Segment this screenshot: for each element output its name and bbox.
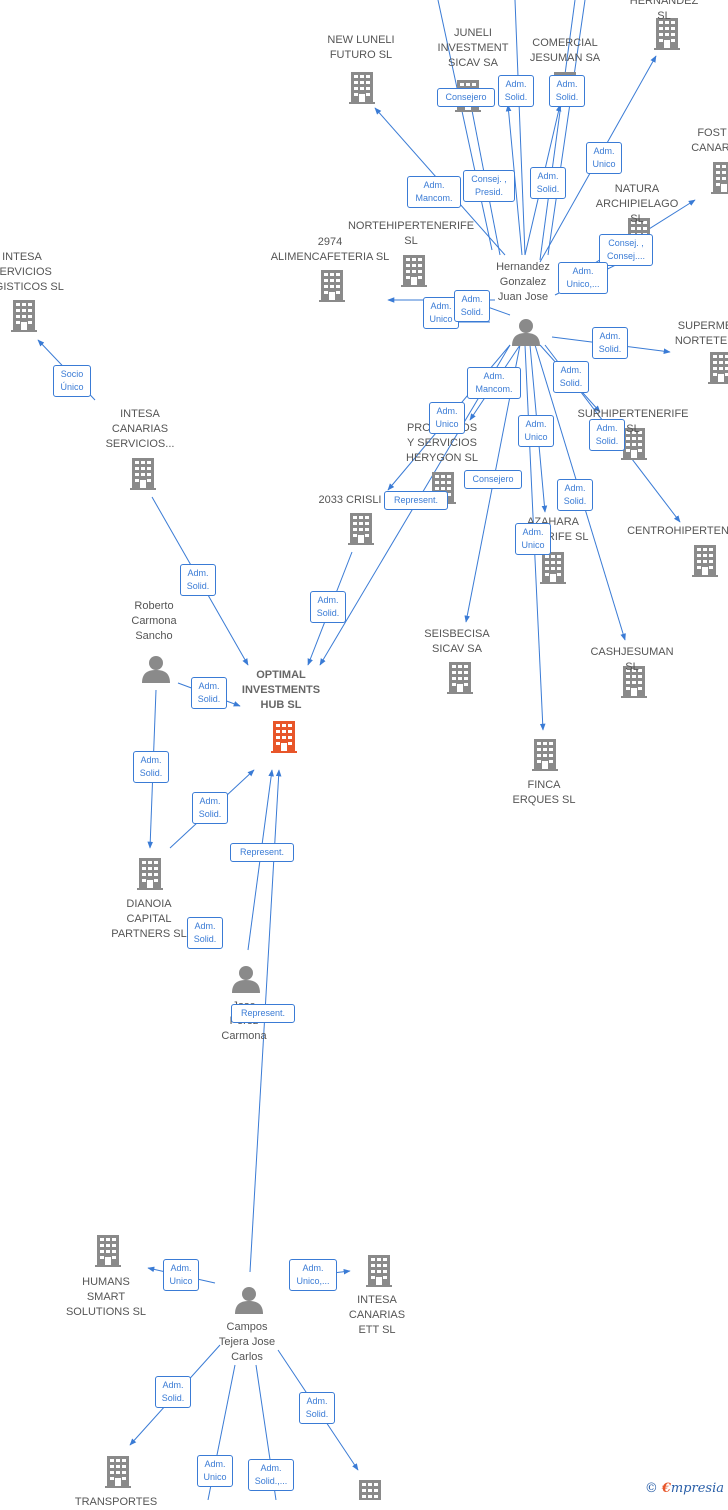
copyright-symbol: © (644, 1481, 658, 1496)
node-label-comercial[interactable]: COMERCIAL JESUMAN SA (529, 37, 601, 64)
edge-role-tag[interactable]: Adm. Solid. (299, 1392, 335, 1424)
edge-role-tag[interactable]: Adm. Solid. (557, 479, 593, 511)
node-label-natura[interactable]: NATURA ARCHIPIELAGO SL (595, 183, 679, 225)
edge-role-tag[interactable]: Represent. (230, 843, 294, 862)
company-building-icon[interactable] (130, 458, 156, 490)
edge-role-tag[interactable]: Adm. Solid. (498, 75, 534, 107)
edge-role-tag[interactable]: Adm. Solid. (180, 564, 216, 596)
node-label-hernandez-p[interactable]: Hernandez Gonzalez Juan Jose (496, 261, 550, 303)
node-label-humans[interactable]: HUMANS SMART SOLUTIONS SL (65, 1276, 147, 1318)
edge-role-tag[interactable]: Socio Único (53, 365, 91, 397)
person-icon[interactable] (142, 656, 170, 683)
edge-role-tag[interactable]: Adm. Mancom. (467, 367, 521, 399)
node-label-alimen[interactable]: 2974 ALIMENCAFETERIA SL (270, 236, 390, 263)
edge-role-tag[interactable]: Adm. Unico,... (289, 1259, 337, 1291)
company-building-icon[interactable] (401, 255, 427, 287)
node-label-finca[interactable]: FINCA ERQUES SL (512, 779, 576, 806)
edge-role-tag[interactable]: Represent. (231, 1004, 295, 1023)
company-building-icon[interactable] (348, 513, 374, 545)
company-building-icon[interactable] (11, 300, 37, 332)
edge-role-tag[interactable]: Adm. Solid.,... (248, 1459, 294, 1491)
edge-role-tag[interactable]: Adm. Solid. (187, 917, 223, 949)
edge-role-tag[interactable]: Adm. Solid. (133, 751, 169, 783)
company-building-icon[interactable] (692, 545, 718, 577)
relationship-edge (539, 0, 576, 261)
node-label-intesa-ett[interactable]: INTESA CANARIAS ETT SL (348, 1294, 406, 1336)
edge-role-tag[interactable]: Adm. Unico (515, 523, 551, 555)
edge-role-tag[interactable]: Adm. Solid. (549, 75, 585, 107)
node-label-roberto[interactable]: Roberto Carmona Sancho (131, 600, 177, 642)
company-building-icon[interactable] (105, 1456, 131, 1488)
company-building-icon[interactable] (366, 1255, 392, 1287)
node-label-hernandez-top[interactable]: HERNANDEZ SL (629, 0, 699, 22)
company-building-icon[interactable] (532, 739, 558, 771)
edge-role-tag[interactable]: Adm. Unico (586, 142, 622, 174)
edge-role-tag[interactable]: Adm. Mancom. (407, 176, 461, 208)
company-building-icon[interactable] (357, 1480, 383, 1500)
node-label-optimal[interactable]: OPTIMAL INVESTMENTS HUB SL (241, 669, 321, 711)
company-building-icon[interactable] (349, 72, 375, 104)
company-building-icon[interactable] (137, 858, 163, 890)
node-label-intesa-can[interactable]: INTESA CANARIAS SERVICIOS... (105, 408, 175, 450)
node-label-norte[interactable]: NORTEHIPERTENERIFE SL (347, 220, 475, 247)
edge-role-tag[interactable]: Adm. Solid. (553, 361, 589, 393)
node-label-transp[interactable]: TRANSPORTES (74, 1496, 158, 1508)
company-building-icon[interactable] (319, 270, 345, 302)
edge-role-tag[interactable]: Adm. Unico (429, 402, 465, 434)
edge-role-tag[interactable]: Adm. Unico (518, 415, 554, 447)
edge-role-tag[interactable]: Adm. Solid. (155, 1376, 191, 1408)
relationship-edge (547, 0, 586, 256)
node-label-juneli[interactable]: JUNELI INVESTMENT SICAV SA (437, 27, 509, 69)
edge-role-tag[interactable]: Adm. Solid. (454, 290, 490, 322)
edge-role-tag[interactable]: Adm. Unico,... (558, 262, 608, 294)
person-icon[interactable] (512, 319, 540, 346)
node-label-intesa-log[interactable]: INTESA SERVICIOS LOGISTICOS SL (0, 251, 64, 293)
edge-role-tag[interactable]: Represent. (384, 491, 448, 510)
relationship-edge (514, 0, 526, 256)
edge-role-tag[interactable]: Adm. Solid. (592, 327, 628, 359)
edge-role-tag[interactable]: Adm. Solid. (192, 792, 228, 824)
person-icon[interactable] (235, 1287, 263, 1314)
edge-role-tag[interactable]: Consej. , Presid. (463, 170, 515, 202)
edge-role-tag[interactable]: Consejero (437, 88, 495, 107)
company-building-icon[interactable] (708, 352, 728, 384)
edge-role-tag[interactable]: Adm. Solid. (589, 419, 625, 451)
node-label-seis[interactable]: SEISBECISA SICAV SA (424, 628, 490, 655)
node-label-surhiper[interactable]: SURHIPERTENERIFE SL (577, 408, 689, 435)
node-label-superme[interactable]: SUPERME NORTETEN (674, 320, 728, 347)
edge-role-tag[interactable]: Consej. , Consej.... (599, 234, 653, 266)
company-building-icon[interactable] (711, 162, 728, 194)
node-label-campos[interactable]: Campos Tejera Jose Carlos (218, 1321, 276, 1363)
edge-role-tag[interactable]: Adm. Unico (423, 297, 459, 329)
node-label-fost[interactable]: FOST CANARI (691, 127, 728, 154)
person-icon[interactable] (232, 966, 260, 993)
empresia-logo[interactable]: ©€mpresia (645, 1481, 724, 1496)
brand-name: mpresia (670, 1481, 724, 1496)
edge-role-tag[interactable]: Adm. Unico (163, 1259, 199, 1291)
relationship-edge (437, 0, 493, 251)
edge-role-tag[interactable]: Adm. Solid. (191, 677, 227, 709)
edge-role-tag[interactable]: Consejero (464, 470, 522, 489)
brand-initial: € (661, 1481, 671, 1496)
company-building-icon[interactable] (447, 662, 473, 694)
edge-role-tag[interactable]: Adm. Solid. (530, 167, 566, 199)
main-company-icon[interactable] (271, 721, 297, 753)
relationship-edge (505, 104, 523, 256)
node-label-dianoia[interactable]: DIANOIA CAPITAL PARTNERS SL (111, 898, 187, 940)
node-label-centro[interactable]: CENTROHIPERTEN (627, 525, 728, 537)
edge-role-tag[interactable]: Adm. Solid. (310, 591, 346, 623)
node-label-cash[interactable]: CASHJESUMAN SL (590, 646, 674, 673)
company-building-icon[interactable] (95, 1235, 121, 1267)
edge-role-tag[interactable]: Adm. Unico (197, 1455, 233, 1487)
company-building-icon[interactable] (540, 552, 566, 584)
node-label-crisli[interactable]: 2033 CRISLI (318, 494, 382, 506)
node-label-new-luneli[interactable]: NEW LUNELI FUTURO SL (327, 34, 395, 61)
